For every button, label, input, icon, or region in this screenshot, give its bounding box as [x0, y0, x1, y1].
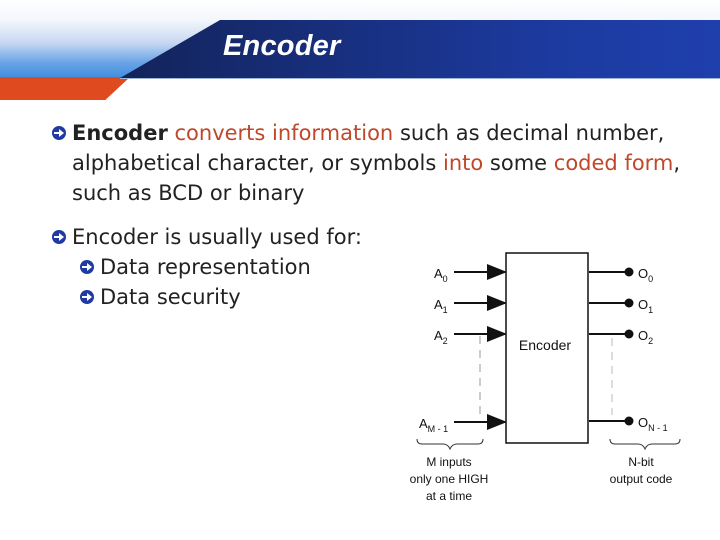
- output-caption-1: N-bit: [628, 455, 654, 469]
- definition-some: some: [489, 151, 548, 175]
- output-brace: [609, 438, 681, 451]
- output-lines: [589, 271, 628, 422]
- input-caption-3: at a time: [426, 489, 472, 503]
- input-caption-1: M inputs: [426, 455, 471, 469]
- usage-text: Encoder is usually used for:: [72, 225, 362, 249]
- term-encoder: Encoder: [72, 121, 168, 145]
- header-title-bar: [120, 20, 720, 78]
- header-orange-stripe: [0, 77, 130, 100]
- input-label-am1: AM - 1: [419, 416, 448, 434]
- output-label-o0: O0: [638, 266, 653, 284]
- sub-item-label: Data representation: [100, 255, 311, 279]
- input-label-a2: A2: [434, 328, 448, 346]
- input-caption-2: only one HIGH: [410, 472, 489, 486]
- output-label-o1: O1: [638, 297, 653, 315]
- right-arrow-circle-icon: [80, 290, 94, 304]
- header-divider: [120, 78, 720, 79]
- right-arrow-circle-icon: [52, 126, 66, 140]
- output-label-on1: ON - 1: [638, 415, 668, 433]
- bullet-definition: Encoder converts information such as dec…: [52, 118, 692, 208]
- block-label: Encoder: [519, 337, 571, 353]
- sub-bullet-representation: Data representation: [52, 252, 692, 282]
- sub-item-label: Data security: [100, 285, 241, 309]
- input-label-a1: A1: [434, 297, 448, 315]
- definition-tail: , such as BCD or binary: [72, 151, 681, 205]
- sub-bullet-security: Data security: [52, 282, 692, 312]
- right-arrow-circle-icon: [52, 230, 66, 244]
- input-brace: [416, 438, 484, 451]
- highlight-converts: converts information: [174, 121, 394, 145]
- bullet-usage: Encoder is usually used for:: [52, 222, 692, 252]
- output-terminals: [624, 267, 634, 426]
- input-label-a0: A0: [434, 266, 448, 284]
- input-lines: [454, 264, 507, 430]
- slide-title: Encoder: [223, 30, 341, 62]
- bullet-list: Encoder converts information such as dec…: [52, 118, 692, 312]
- encoder-block: [505, 252, 589, 444]
- output-label-o2: O2: [638, 328, 653, 346]
- highlight-coded-form: coded form: [553, 151, 674, 175]
- output-caption-2: output code: [610, 472, 673, 486]
- highlight-into: into: [443, 151, 484, 175]
- definition-text: such as decimal number, alphabetical cha…: [72, 121, 665, 175]
- right-arrow-circle-icon: [80, 260, 94, 274]
